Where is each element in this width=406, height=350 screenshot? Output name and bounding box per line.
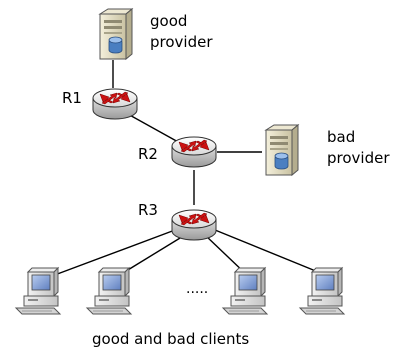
router-r1-label: R1 [62, 89, 82, 107]
bad-provider-label-line2: provider [327, 149, 390, 167]
client-computer-icon [15, 267, 61, 315]
links [51, 60, 329, 277]
router-r3-icon [171, 209, 217, 241]
router-r3-label: R3 [138, 201, 158, 219]
client-computer-icon [222, 267, 268, 315]
clients-ellipsis: ..... [186, 281, 209, 297]
router-r2-icon [171, 136, 217, 168]
link-r3-client-1 [51, 229, 176, 277]
router-r1-icon [92, 88, 138, 120]
link-r3-client-4 [214, 229, 329, 277]
link-r1-r2 [125, 112, 181, 144]
bad-provider-label-line1: bad [327, 128, 356, 146]
client-computer-icon [299, 267, 345, 315]
good-provider-label-line2: provider [150, 33, 213, 51]
good-provider-label-line1: good [150, 12, 188, 30]
bad-provider-server-icon [265, 124, 299, 176]
clients-label: good and bad clients [92, 330, 250, 348]
good-provider-server-icon [99, 8, 133, 60]
client-computer-icon [86, 267, 132, 315]
router-r2-label: R2 [138, 145, 158, 163]
